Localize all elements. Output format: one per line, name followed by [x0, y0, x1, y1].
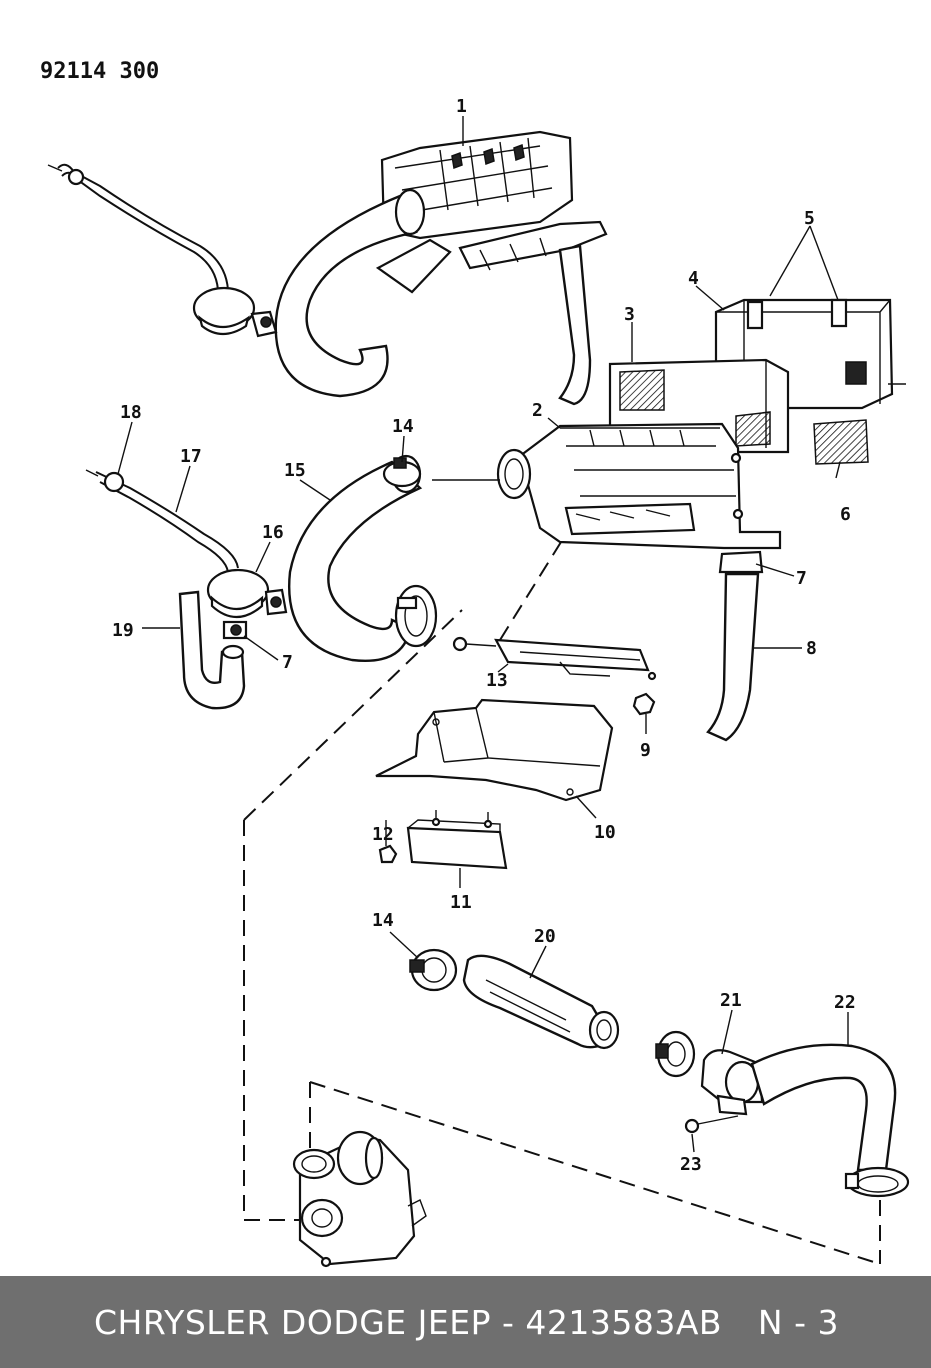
- heat-shield-10: [375, 698, 614, 802]
- callout-8: 8: [806, 638, 817, 659]
- exploded-parts-diagram: 92114 300: [40, 59, 910, 1268]
- callout-14-upper: 14: [392, 416, 414, 437]
- connector-21: [700, 1049, 764, 1116]
- bracket-13: [452, 636, 657, 681]
- callout-21: 21: [720, 990, 742, 1011]
- callout-12: 12: [372, 824, 394, 845]
- footer-part-info: CHRYSLER DODGE JEEP - 4213583AB: [94, 1302, 723, 1342]
- clamp-hose-connection: [655, 1030, 696, 1078]
- callout-10: 10: [594, 822, 616, 843]
- document-number: 92114 300: [40, 59, 159, 84]
- leader-lines: [117, 116, 849, 1153]
- callout-3: 3: [624, 304, 635, 325]
- callout-17: 17: [180, 446, 202, 467]
- callout-14-lower: 14: [372, 910, 394, 931]
- callout-2: 2: [532, 400, 543, 421]
- callout-13: 13: [486, 670, 508, 691]
- callout-4: 4: [688, 268, 699, 289]
- callout-18: 18: [120, 402, 142, 423]
- nut-23: [684, 1115, 739, 1134]
- vacuum-canister-16: [206, 568, 288, 619]
- clamp-14-upper: [382, 457, 422, 488]
- dashed-connection-lines: [243, 533, 881, 1265]
- clamp-14-lower: [409, 948, 458, 992]
- vacuum-line-17: [85, 469, 239, 573]
- callout-9: 9: [640, 740, 651, 761]
- footer-bar: CHRYSLER DODGE JEEP - 4213583AB N - 3: [0, 1276, 931, 1368]
- callout-16: 16: [262, 522, 284, 543]
- footer-page-ref: N - 3: [757, 1302, 839, 1342]
- callout-22: 22: [834, 992, 856, 1013]
- air-cleaner-housing: [496, 422, 782, 550]
- turbocharger: [292, 1130, 427, 1268]
- callout-15: 15: [284, 460, 306, 481]
- callout-19: 19: [112, 620, 134, 641]
- loose-clamp: [394, 584, 438, 648]
- callout-7-right: 7: [796, 568, 807, 589]
- hose-19: [178, 590, 246, 710]
- callout-labels: 1 2 3 4 5 6 7 7 8 9 10 11 12 13 14 14 15…: [112, 96, 856, 1175]
- callout-20: 20: [534, 926, 556, 947]
- callout-6: 6: [840, 504, 851, 525]
- callout-23: 23: [680, 1154, 702, 1175]
- bracket-11: [406, 810, 508, 870]
- hose-20: [462, 954, 620, 1050]
- intake-plenum-assembly: [47, 130, 608, 406]
- clamp-7-left: [222, 620, 248, 640]
- nut-12: [378, 844, 398, 864]
- callout-7-left: 7: [282, 652, 293, 673]
- callout-5: 5: [804, 208, 815, 229]
- callout-1: 1: [456, 96, 467, 117]
- clamp-bottom-right: [844, 1166, 910, 1198]
- nut-9: [632, 692, 656, 716]
- hose-22: [750, 1043, 897, 1172]
- drain-hose: [706, 550, 764, 742]
- callout-11: 11: [450, 892, 472, 913]
- foam-filter-pad: [813, 419, 869, 465]
